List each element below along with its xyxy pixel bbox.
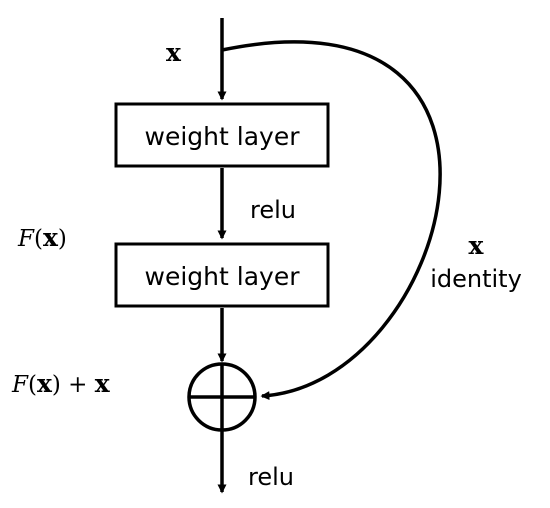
sum-label: F(x) + x xyxy=(11,369,111,398)
relu-2-label: relu xyxy=(248,463,294,491)
identity-shortcut-arrow xyxy=(221,40,442,401)
weight-layer-2 xyxy=(114,242,330,308)
weight-layer-1 xyxy=(114,102,330,168)
residual-function-label: F(x) xyxy=(17,223,67,252)
identity-label: identity xyxy=(430,265,522,293)
input-x-label: x xyxy=(166,38,182,67)
weight-layer-1-label: weight layer xyxy=(145,122,301,151)
sum-node xyxy=(187,362,257,432)
weight-layer-2-label: weight layer xyxy=(145,262,301,291)
shortcut-x-label: x xyxy=(469,231,485,260)
relu-1-label: relu xyxy=(250,196,296,224)
